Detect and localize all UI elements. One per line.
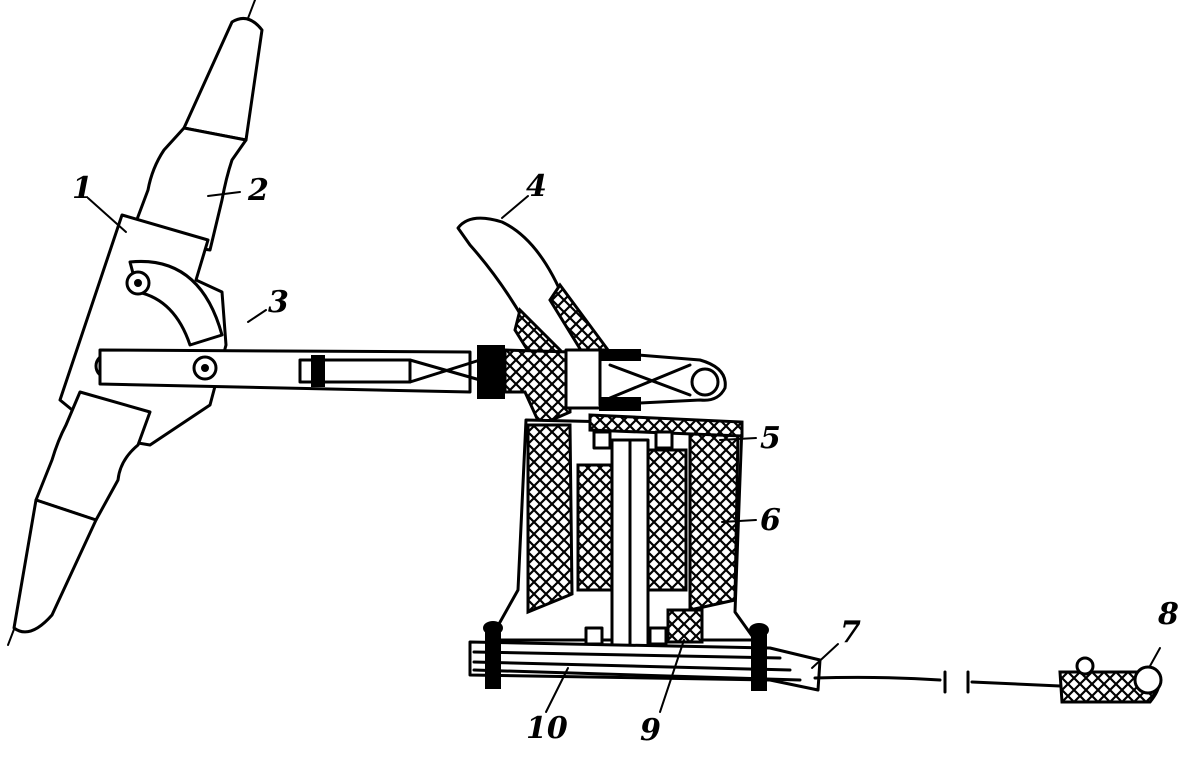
upper-grip — [182, 16, 264, 142]
inner-right-coil — [646, 448, 688, 592]
callout-10: 10 — [526, 711, 568, 746]
callouts: 1 2 3 4 5 6 7 8 9 10 — [72, 169, 1179, 748]
terminal-icon — [584, 626, 604, 646]
cable-assembly — [813, 656, 1163, 704]
base-spring-pack — [468, 621, 822, 692]
eye-pin-icon — [690, 367, 720, 397]
upper-handle — [128, 126, 248, 252]
plate-bolt-icon — [125, 270, 151, 296]
end-knob-icon — [1075, 656, 1095, 676]
terminal-icon — [654, 430, 674, 450]
end-hook-icon — [1133, 665, 1163, 695]
left-coil — [526, 423, 574, 615]
callout-5: 5 — [760, 421, 781, 456]
lower-handle — [34, 390, 152, 522]
callout-2: 2 — [247, 173, 269, 208]
inner-left-coil — [576, 463, 614, 592]
handle-rod-assembly — [7, 0, 264, 646]
cable-left — [813, 675, 942, 682]
terminal-icon — [592, 430, 612, 450]
callout-1: 1 — [72, 171, 93, 206]
link-rod — [98, 345, 505, 399]
callout-8: 8 — [1157, 597, 1179, 632]
callout-6: 6 — [760, 503, 781, 538]
lower-grip — [12, 498, 98, 634]
eye-link-lines — [608, 363, 692, 400]
callout-4: 4 — [526, 169, 547, 204]
quadrant-sector — [128, 259, 224, 347]
left-clamp-bolt-icon — [485, 625, 501, 689]
terminal-icon — [648, 626, 668, 646]
cable-right — [970, 680, 1062, 688]
lock-nut-icon — [311, 355, 325, 387]
clevis-lines — [408, 358, 482, 384]
right-clamp-bolt-icon — [751, 627, 767, 691]
callout-9: 9 — [640, 713, 661, 748]
armature-block — [666, 608, 704, 644]
callout-3: 3 — [268, 285, 289, 320]
hub-nut-bottom-icon — [599, 397, 641, 411]
right-eye-link — [598, 350, 727, 407]
top-cap — [588, 413, 744, 438]
leader-lines — [87, 191, 1161, 713]
link-bolt-icon — [192, 355, 218, 381]
coil-housing — [488, 413, 757, 652]
callout-7: 7 — [840, 615, 861, 650]
clamp-nut-icon — [477, 345, 505, 399]
hub-nut-top-icon — [599, 349, 641, 361]
hub-block — [503, 348, 727, 427]
turnbuckle — [298, 358, 412, 384]
